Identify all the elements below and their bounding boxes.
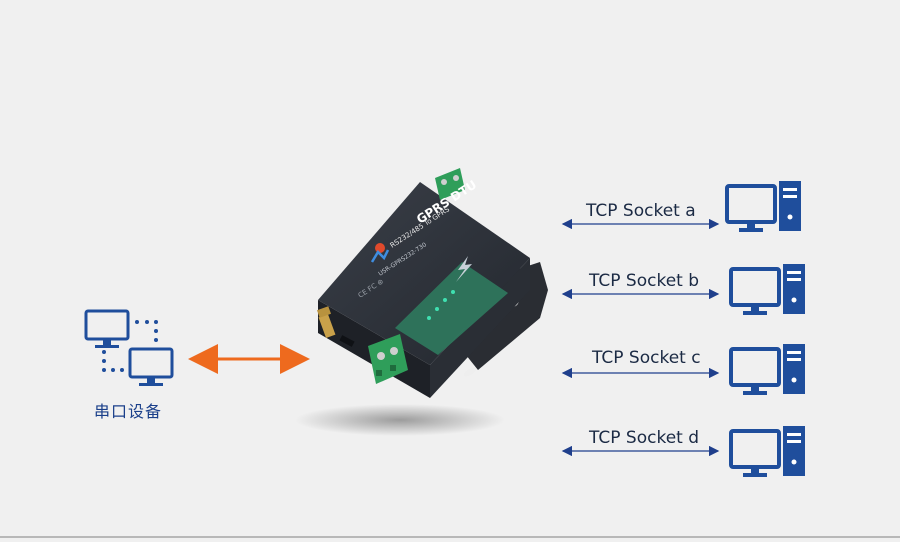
tcp-socket-b-label: TCP Socket b [589,271,700,291]
serial-device-label: 串口设备 [94,402,163,421]
computer-icon [725,181,801,232]
device-shadow [295,404,505,436]
lightning-icon [456,256,472,282]
monitor-icon [84,309,130,348]
tcp-socket-c-label: TCP Socket c [592,348,701,368]
computer-icon [729,264,805,315]
computer-icon [729,426,805,477]
serial-device-icon [84,309,174,386]
computer-icon [729,344,805,395]
monitor-icon [128,347,174,386]
tcp-socket-d-label: TCP Socket d [589,428,700,448]
gprs-dtu-device: GPRS DTU RS232/485 To GPRS USR-GPRS232-7… [316,168,548,398]
tcp-socket-a-label: TCP Socket a [586,201,696,221]
bottom-divider [0,536,900,538]
connection-dots-icon [102,320,158,372]
brand-logo-icon [370,243,390,263]
